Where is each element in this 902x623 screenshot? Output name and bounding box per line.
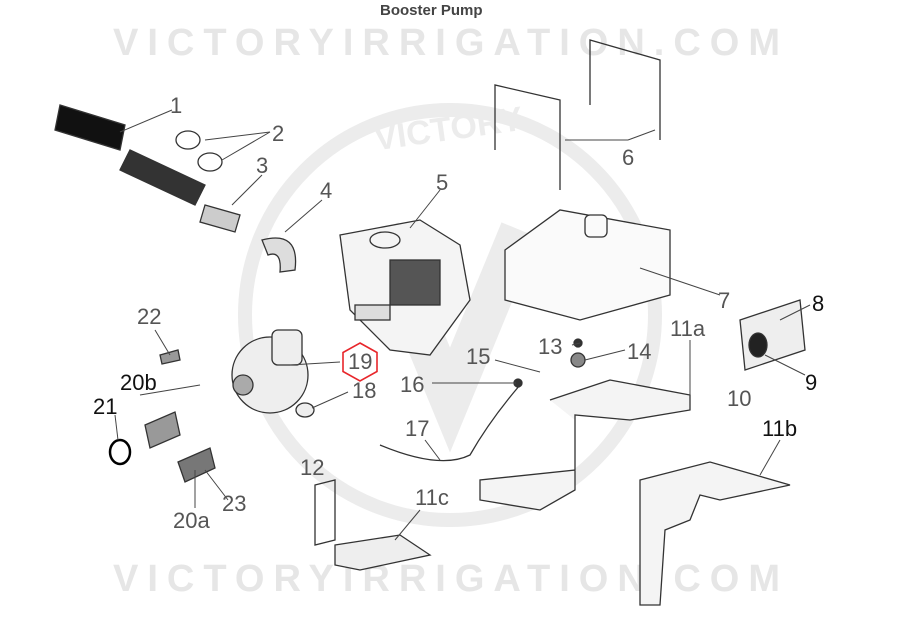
- part-2-clamp-b: [197, 152, 223, 172]
- label-part-23[interactable]: 23: [222, 491, 247, 516]
- part-5-engine: [339, 219, 471, 356]
- leader-lines: [114, 109, 811, 541]
- label-part-1[interactable]: 1: [170, 93, 183, 118]
- part-20a-fitting: [177, 447, 216, 483]
- part-6-handle: [494, 84, 561, 190]
- part-1-hose-b: [119, 149, 206, 206]
- part-11a-frame: [479, 379, 691, 511]
- pump-body: [231, 329, 315, 418]
- part-14: [570, 352, 586, 368]
- part-11c-frame: [334, 534, 432, 571]
- label-part-3[interactable]: 3: [256, 153, 269, 178]
- label-part-19[interactable]: 19: [348, 349, 373, 374]
- label-part-22[interactable]: 22: [137, 304, 162, 329]
- label-part-10[interactable]: 10: [727, 386, 752, 411]
- part-11b-frame: [639, 461, 791, 606]
- label-part-17[interactable]: 17: [405, 416, 430, 441]
- label-part-11c[interactable]: 11c: [415, 485, 449, 510]
- label-part-4[interactable]: 4: [320, 178, 333, 203]
- label-part-21[interactable]: 21: [93, 394, 118, 419]
- label-part-14[interactable]: 14: [627, 339, 652, 364]
- part-6-handle-b: [589, 39, 661, 140]
- label-part-11b[interactable]: 11b: [762, 416, 798, 441]
- part-3-fitting: [199, 204, 241, 233]
- diagram-title: Booster Pump: [380, 2, 483, 19]
- label-part-18[interactable]: 18: [352, 378, 377, 403]
- label-part-16[interactable]: 16: [400, 372, 425, 397]
- label-part-7[interactable]: 7: [718, 288, 731, 313]
- part-17-line: [379, 384, 521, 462]
- part-2-clamp: [175, 130, 201, 150]
- label-part-13[interactable]: 13: [538, 334, 563, 359]
- part-20b-fitting: [144, 411, 181, 449]
- watermark-bottom: VICTORYIRRIGATION.COM: [113, 558, 789, 600]
- part-22-plug: [159, 349, 181, 365]
- label-part-2[interactable]: 2: [272, 121, 285, 146]
- watermark-top: VICTORYIRRIGATION.COM: [113, 22, 789, 64]
- part-7-tank: [504, 209, 671, 321]
- label-part-8[interactable]: 8: [812, 291, 825, 316]
- part-9-plate: [739, 299, 806, 371]
- label-part-12[interactable]: 12: [300, 455, 325, 480]
- part-10-seal: [748, 332, 768, 358]
- label-part-9[interactable]: 9: [805, 370, 818, 395]
- part-21-oring: [108, 438, 132, 466]
- part-1-hose: [54, 104, 126, 151]
- part-12-bracket: [314, 479, 336, 546]
- label-part-15[interactable]: 15: [466, 344, 491, 369]
- label-part-6[interactable]: 6: [622, 145, 635, 170]
- label-part-5[interactable]: 5: [436, 170, 449, 195]
- label-part-20a[interactable]: 20a: [173, 508, 210, 533]
- part-4-elbow: [261, 237, 297, 273]
- label-part-20b[interactable]: 20b: [120, 370, 157, 395]
- label-part-11a[interactable]: 11a: [670, 316, 706, 341]
- highlight-hexagon: [342, 342, 378, 382]
